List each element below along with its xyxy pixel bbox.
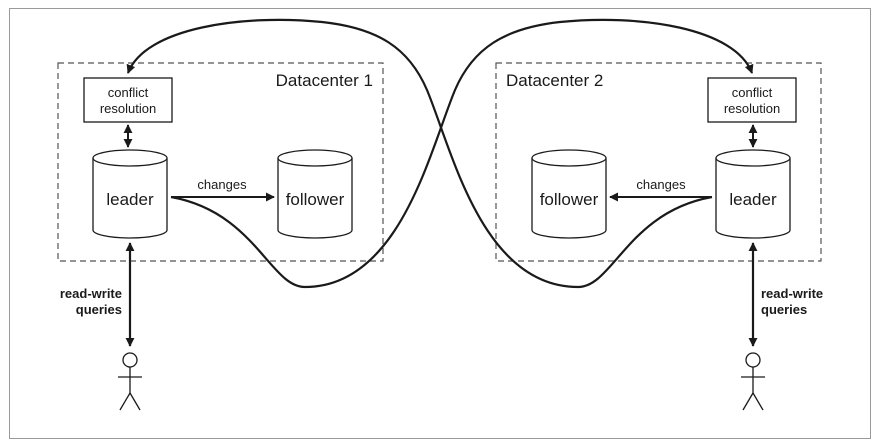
conflict-resolution-label-line2: resolution <box>100 101 156 116</box>
datacenter-2-title: Datacenter 2 <box>506 71 603 90</box>
datacenter-1: Datacenter 1 conflict resolution leader … <box>57 62 384 411</box>
follower-database-1: follower <box>277 149 353 239</box>
replication-curve-dc2-to-dc1 <box>126 18 713 289</box>
follower-label-2: follower <box>540 190 599 209</box>
conflict-resolution-box-2: conflict resolution <box>707 77 797 123</box>
query-label-2-line1: read-write <box>761 286 823 301</box>
query-label-1-line1: read-write <box>60 286 122 301</box>
leader-label-2: leader <box>729 190 777 209</box>
datacenter-2-boundary <box>495 62 822 262</box>
conflict-resolution-label-line1: conflict <box>732 85 773 100</box>
user-icon-2 <box>741 352 765 411</box>
query-label-2-line2: queries <box>761 302 807 317</box>
datacenter-1-boundary <box>57 62 384 262</box>
follower-database-2: follower <box>531 149 607 239</box>
leader-database-1: leader <box>92 149 168 239</box>
conflict-resolution-label-line2: resolution <box>724 101 780 116</box>
user-icon-1 <box>118 352 142 411</box>
changes-label-2: changes <box>636 177 686 192</box>
conflict-resolution-box-1: conflict resolution <box>83 77 173 123</box>
datacenter-2: Datacenter 2 conflict resolution followe… <box>495 62 823 411</box>
datacenter-1-title: Datacenter 1 <box>276 71 373 90</box>
replication-curve-dc1-to-dc2 <box>170 18 754 289</box>
leader-label-1: leader <box>106 190 154 209</box>
conflict-resolution-label-line1: conflict <box>108 85 149 100</box>
leader-database-2: leader <box>715 149 791 239</box>
query-label-1-line2: queries <box>76 302 122 317</box>
follower-label-1: follower <box>286 190 345 209</box>
changes-label-1: changes <box>197 177 247 192</box>
